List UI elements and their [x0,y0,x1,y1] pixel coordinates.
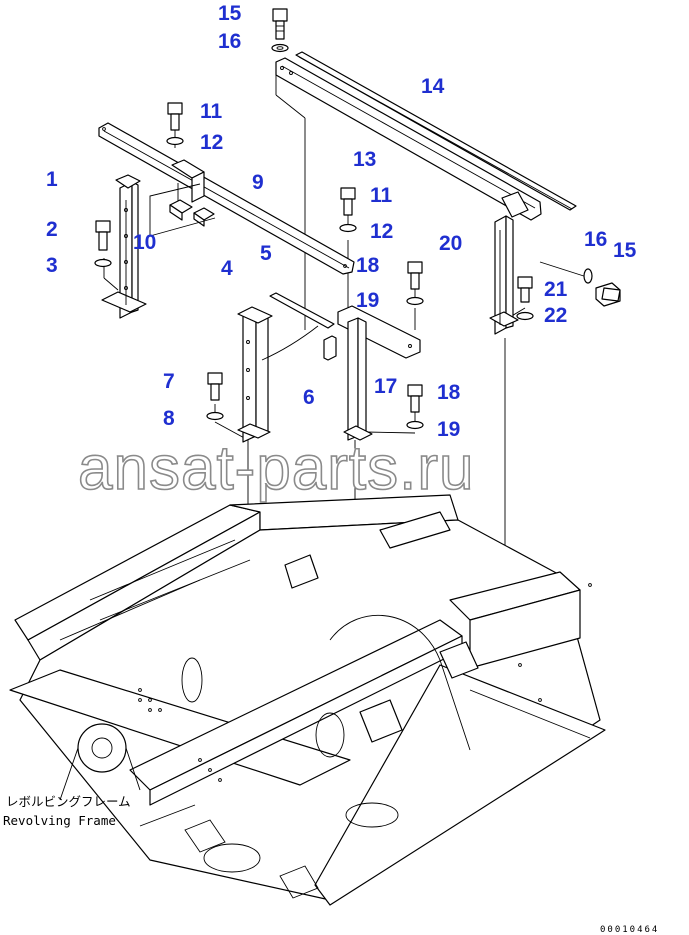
callout-14: 14 [421,75,445,98]
rail-13 [275,57,542,221]
callout-19: 19 [356,289,379,312]
callout-8: 8 [163,407,175,430]
alignment-lines [103,70,591,770]
bolt-21 [517,276,533,303]
callout-15: 15 [218,2,242,25]
plate-10 [149,183,216,237]
callout-2: 2 [46,218,58,241]
post-17 [337,305,421,441]
callout-7: 7 [163,370,175,393]
washer-19-upper [406,296,424,306]
washer-12-mid [339,223,357,233]
callout-19: 19 [437,418,460,441]
bolt-2 [95,220,111,251]
callout-12: 12 [200,131,223,154]
callout-11: 11 [200,100,223,123]
callout-20: 20 [439,232,462,255]
bolt-11-mid [340,187,356,216]
washer-8 [206,411,224,421]
callout-3: 3 [46,254,58,277]
post-1 [101,174,147,319]
post-4 [237,306,319,443]
callout-18: 18 [356,254,380,277]
washer-3 [94,258,112,268]
bolt-15-top [272,8,288,40]
callout-16: 16 [218,30,241,53]
callouts: 15 16 14 11 12 13 1 9 11 2 12 10 20 16 1… [46,2,637,441]
frame-label-jp: レボルビングフレーム [6,794,131,809]
washer-22 [516,311,534,321]
callout-18: 18 [437,381,461,404]
bar-5 [269,292,335,329]
callout-10: 10 [133,231,156,254]
callout-11: 11 [370,184,393,207]
callout-9: 9 [252,171,264,194]
frame-label-en: Revolving Frame [3,813,116,828]
rail-9 [98,122,355,275]
callout-22: 22 [544,304,567,327]
washer-16-right [583,268,593,284]
bolt-11-left [167,102,183,131]
washer-12-left [166,136,184,146]
watermark: ansat-parts.ru [78,434,475,503]
callout-1: 1 [46,168,58,191]
callout-13: 13 [353,148,376,171]
revolving-frame [9,494,606,906]
callout-6: 6 [303,386,315,409]
document-number: 00010464 [600,925,659,935]
callout-16: 16 [584,228,607,251]
callout-21: 21 [544,278,568,301]
callout-17: 17 [374,375,397,398]
rail-14 [295,51,577,211]
frame-label-leader [139,804,196,827]
bolt-15-right [595,282,621,307]
washer-16-top [271,43,289,53]
block-6 [323,335,337,361]
bolt-7 [207,372,223,401]
washer-19-lower [406,420,424,430]
post-20 [489,215,519,335]
callout-4: 4 [221,257,233,280]
bolt-18-upper [407,261,423,290]
callout-15: 15 [613,239,637,262]
callout-5: 5 [260,242,272,265]
callout-12: 12 [370,220,393,243]
bolt-18-lower [407,384,423,413]
